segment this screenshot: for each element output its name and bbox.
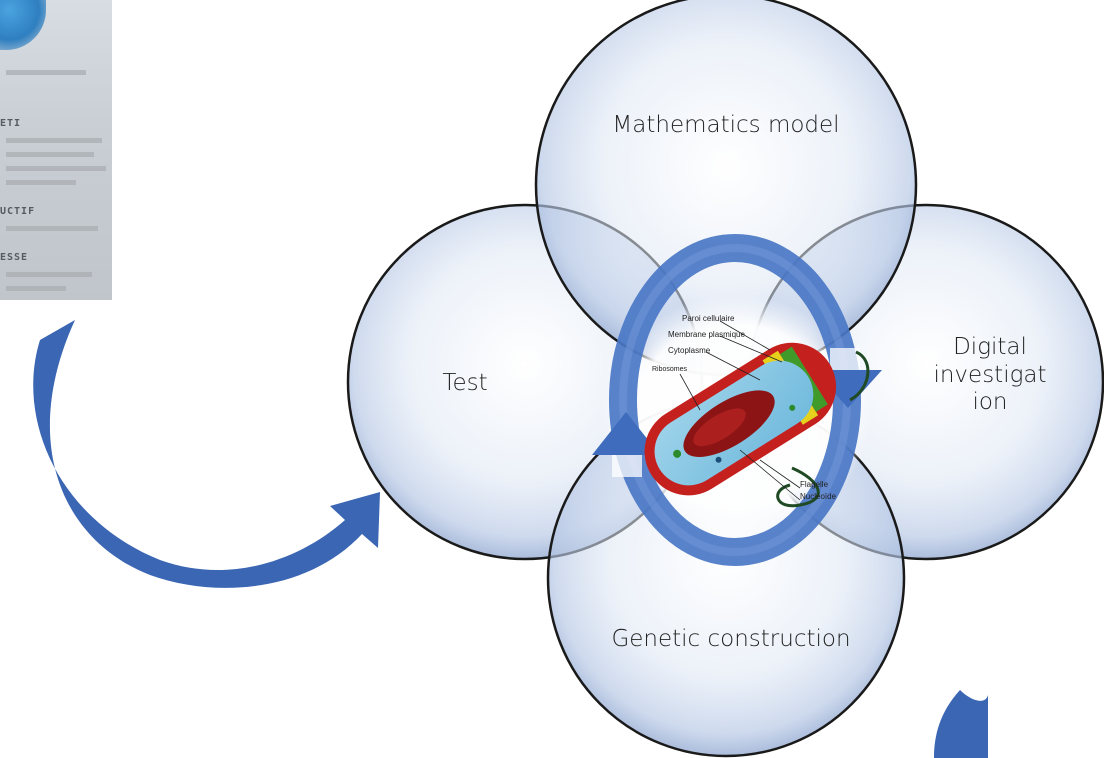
bact-label-cell-wall: Paroi cellulaire	[682, 314, 735, 323]
label-digital-line-1: Digital	[953, 334, 1027, 360]
doc-fragment-3: ESSE	[0, 252, 29, 263]
curved-arrow-to-test	[33, 320, 380, 588]
bact-label-cytoplasm: Cytoplasme	[668, 346, 711, 355]
flagellum	[776, 466, 820, 508]
bact-label-membrane: Membrane plasmique	[668, 330, 745, 339]
doc-fragment-2: UCTIF	[0, 206, 36, 217]
label-mathematics-model: Mathematics model	[612, 112, 840, 138]
bact-label-ribosomes: Ribosomes	[652, 366, 688, 373]
label-digital-investigation: Digital investigat ion	[910, 334, 1070, 417]
document-thumbnail: ETI UCTIF ESSE	[0, 0, 112, 300]
bact-label-nucleoid: Nucléoïde	[800, 492, 837, 501]
bact-label-flagella: Flagelle	[800, 480, 829, 489]
curved-arrow-bottom-right	[934, 690, 988, 758]
doc-fragment-1: ETI	[0, 118, 22, 129]
label-digital-line-2: investigat	[933, 361, 1047, 388]
label-digital-line-3: ion	[972, 389, 1008, 416]
bacterium-icon	[644, 342, 837, 496]
label-genetic-construction: Genetic construction	[611, 626, 851, 652]
label-test: Test	[442, 370, 488, 396]
cycle-arrows-icon	[592, 234, 882, 566]
